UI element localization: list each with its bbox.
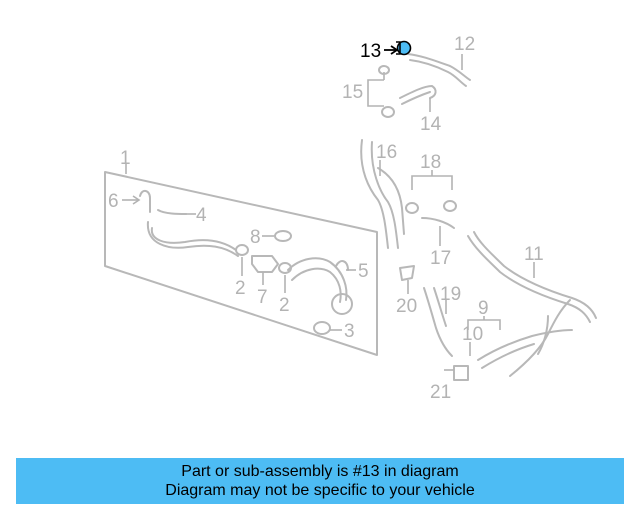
hose-14 — [399, 85, 437, 99]
clamp-15a — [378, 65, 390, 75]
water-outlet-2 — [291, 267, 342, 303]
radiator-hose-outline — [146, 221, 239, 257]
callout-11: 11 — [524, 244, 544, 265]
callout-18: 18 — [420, 152, 441, 173]
pipe-11 — [473, 231, 597, 319]
callout-12: 12 — [454, 34, 475, 55]
pipe-16 — [360, 139, 389, 249]
clamp-15b — [381, 106, 395, 118]
parts-diagram: 1 6 4 8 2 7 2 5 3 13 12 15 14 16 18 17 2… — [104, 34, 597, 403]
pipe-11-c — [509, 299, 571, 377]
banner-line-disclaimer: Diagram may not be specific to your vehi… — [165, 482, 475, 499]
pipe-16-b — [370, 141, 399, 249]
clamp-18b — [443, 200, 457, 212]
hose-17 — [421, 217, 455, 229]
pipe-19 — [423, 287, 453, 357]
bracket-18 — [411, 175, 453, 190]
callout-14: 14 — [420, 114, 442, 135]
hose-6 — [139, 190, 151, 213]
callout-3: 3 — [344, 321, 355, 342]
radiator-hose — [150, 227, 237, 251]
thermostat-housing-7 — [251, 255, 279, 273]
pipe-11-d — [537, 315, 549, 355]
assembly-panel — [104, 171, 378, 356]
callout-9: 9 — [478, 298, 489, 319]
bracket-5 — [335, 260, 349, 271]
callout-1: 1 — [120, 148, 131, 169]
fitting-20 — [399, 265, 415, 281]
hose-12 — [407, 53, 471, 81]
callout-6: 6 — [108, 191, 119, 212]
callout-17: 17 — [430, 248, 451, 269]
o-ring-3 — [313, 321, 331, 335]
callout-10: 10 — [462, 324, 483, 345]
callout-2b: 2 — [279, 295, 290, 316]
hose-12-b — [409, 59, 467, 87]
pipe-16-c — [377, 167, 405, 235]
callout-16: 16 — [376, 142, 397, 163]
callout-5: 5 — [358, 261, 369, 282]
callout-4: 4 — [196, 205, 207, 226]
callout-7: 7 — [257, 287, 268, 308]
pipe-19-b — [433, 287, 447, 327]
callout-15: 15 — [342, 82, 363, 103]
callout-13: 13 — [360, 41, 381, 62]
pipe-11-b — [467, 235, 591, 323]
pipe-10-b — [481, 343, 535, 369]
callout-8: 8 — [250, 227, 261, 248]
bracket-15 — [367, 79, 384, 107]
hose-14-b — [401, 91, 431, 105]
clamp-2a — [235, 244, 249, 256]
arrow-6 — [132, 195, 141, 205]
info-banner: Part or sub-assembly is #13 in diagram D… — [16, 458, 624, 504]
callout-20: 20 — [396, 296, 417, 317]
fitting-21 — [453, 365, 469, 381]
arrow-13 — [390, 45, 399, 55]
hose-4 — [157, 209, 187, 215]
banner-line-part: Part or sub-assembly is #13 in diagram — [181, 463, 459, 480]
pipe-10 — [477, 329, 573, 361]
callout-21: 21 — [430, 382, 451, 403]
outlet-flange — [331, 293, 353, 315]
clamp-18a — [405, 202, 419, 214]
water-outlet — [287, 257, 348, 301]
gasket-8 — [274, 230, 292, 242]
callout-19: 19 — [440, 284, 461, 305]
callout-2a: 2 — [235, 278, 246, 299]
part-13-clip — [396, 41, 401, 55]
